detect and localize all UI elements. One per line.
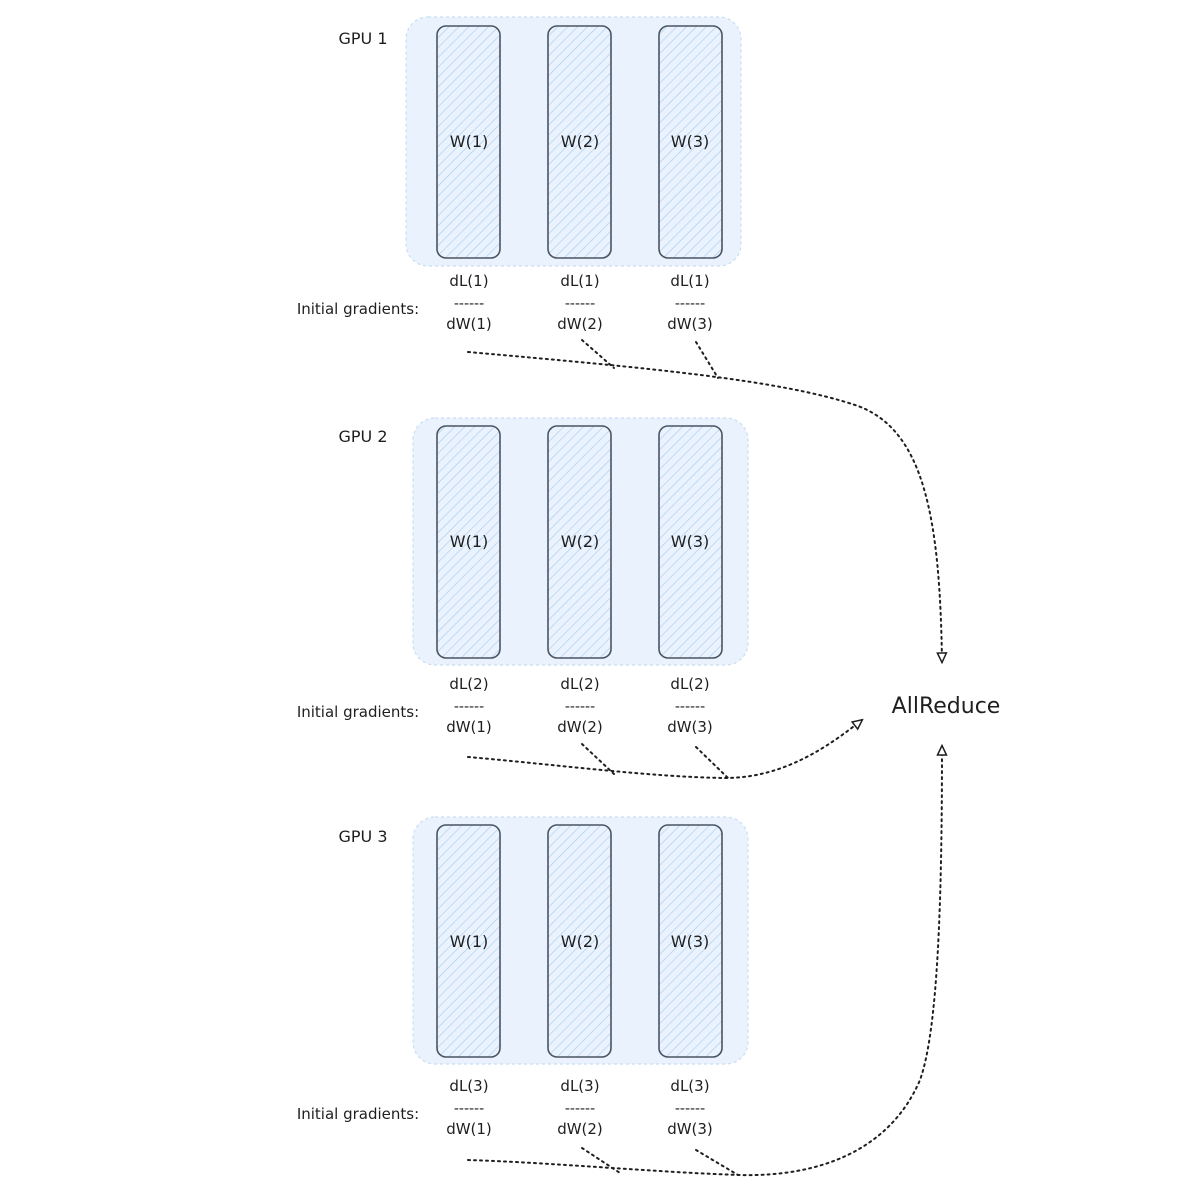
gradient-fraction-bar: ------: [454, 296, 484, 312]
gradient-fraction-bar: ------: [675, 296, 705, 312]
weight-label: W(2): [561, 132, 599, 151]
weight-block: [658, 25, 723, 259]
gpu-3-group: GPU 3 W(1) W(2) W(3) Initial gradients: dL(3)…: [297, 816, 749, 1138]
initial-gradients-label: Initial gradients:: [297, 1105, 419, 1123]
gradient-numerator: dL(1): [449, 272, 488, 290]
weight-label: W(1): [450, 132, 488, 151]
gradient-link: [467, 351, 942, 662]
gradient-denominator: dW(2): [557, 315, 603, 333]
gradient-fraction-bar: ------: [675, 699, 705, 715]
gradient-numerator: dL(1): [670, 272, 709, 290]
gradient-numerator: dL(2): [449, 675, 488, 693]
initial-gradients-label: Initial gradients:: [297, 300, 419, 318]
gpu-1-group: GPU 1 W(1) W(2) W(3) Initial gradients: dL(1)…: [297, 16, 742, 333]
weight-block: [436, 25, 501, 259]
gpu-groups: GPU 1 W(1) W(2) W(3) Initial gradients: dL(1)…: [297, 16, 749, 1138]
weight-label: W(3): [671, 932, 709, 951]
gpu-label: GPU 2: [338, 427, 387, 446]
weight-block: [436, 425, 501, 659]
weight-block: [658, 824, 723, 1058]
gradient-link: [467, 720, 862, 780]
gradient-link: [695, 341, 719, 379]
gpu-label: GPU 1: [338, 29, 387, 48]
gradient-numerator: dL(2): [560, 675, 599, 693]
gpu-label: GPU 3: [338, 827, 387, 846]
gradient-fraction-bar: ------: [675, 1101, 705, 1117]
gradient-fraction-bar: ------: [565, 1101, 595, 1117]
gradient-denominator: dW(3): [667, 718, 713, 736]
gradient-fraction-bar: ------: [454, 1101, 484, 1117]
gradient-denominator: dW(2): [557, 1120, 603, 1138]
weight-label: W(3): [671, 532, 709, 551]
weight-block: [658, 425, 723, 659]
weight-label: W(2): [561, 532, 599, 551]
gradient-denominator: dW(1): [446, 718, 492, 736]
weight-block: [436, 824, 501, 1058]
gradient-link: [467, 746, 942, 1177]
gradient-numerator: dL(2): [670, 675, 709, 693]
gradient-link: [581, 339, 615, 369]
gradient-link: [581, 1147, 621, 1174]
gradient-denominator: dW(1): [446, 315, 492, 333]
gpu-2-group: GPU 2 W(1) W(2) W(3) Initial gradients: dL(2)…: [297, 417, 749, 736]
gradient-links: [467, 339, 942, 1177]
gradient-numerator: dL(1): [560, 272, 599, 290]
weight-label: W(1): [450, 932, 488, 951]
gradient-link: [695, 1149, 739, 1176]
gradient-link: [581, 743, 615, 775]
allreduce-label: AllReduce: [892, 694, 1001, 719]
initial-gradients-label: Initial gradients:: [297, 703, 419, 721]
gradient-numerator: dL(3): [560, 1077, 599, 1095]
gradient-numerator: dL(3): [449, 1077, 488, 1095]
gradient-fraction-bar: ------: [565, 699, 595, 715]
gradient-denominator: dW(3): [667, 315, 713, 333]
weight-block: [547, 824, 612, 1058]
gradient-link: [695, 746, 729, 779]
gradient-denominator: dW(3): [667, 1120, 713, 1138]
weight-label: W(1): [450, 532, 488, 551]
weight-label: W(2): [561, 932, 599, 951]
gradient-denominator: dW(2): [557, 718, 603, 736]
weight-block: [547, 25, 612, 259]
weight-label: W(3): [671, 132, 709, 151]
gradient-fraction-bar: ------: [565, 296, 595, 312]
weight-block: [547, 425, 612, 659]
gradient-numerator: dL(3): [670, 1077, 709, 1095]
gradient-fraction-bar: ------: [454, 699, 484, 715]
gradient-denominator: dW(1): [446, 1120, 492, 1138]
